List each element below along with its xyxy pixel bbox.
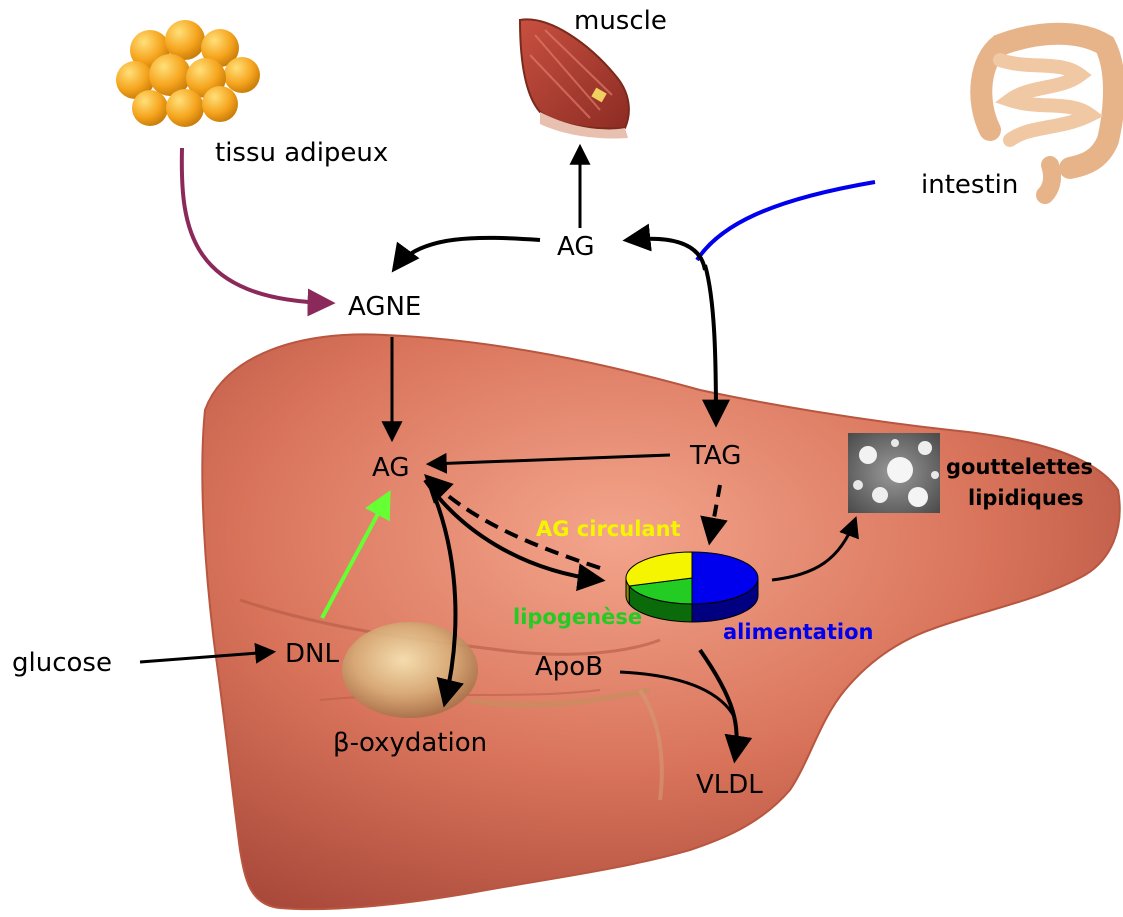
vldl-label: VLDL [696,772,763,798]
agne-label: AGNE [348,294,421,320]
apob-label: ApoB [535,654,603,680]
glucose-label: glucose [12,650,112,676]
liver-illustration [202,334,1119,909]
lipogenese-legend: lipogenèse [513,607,642,628]
tag-label: TAG [690,443,741,469]
muscle-label: muscle [574,8,667,34]
arrow-adipose-to-agne [182,148,330,303]
intestin-label: intestin [921,172,1018,198]
fat-cells-icon [116,20,260,127]
line-intestine [697,182,875,260]
alimentation-legend: alimentation [723,622,873,643]
beta-oxydation-label: β-oxydation [333,730,487,756]
lipid-droplets-micrograph [848,433,940,513]
dnl-label: DNL [285,641,339,667]
tissu-adipeux-label: tissu adipeux [215,140,388,166]
gouttelettes-label: gouttelettes [946,457,1093,478]
arrow-tag-to-ag [628,239,705,270]
lipidiques-label: lipidiques [968,488,1084,509]
ag-circulant-legend: AG circulant [536,519,681,540]
arrow-ag-to-agne [395,238,540,268]
triglyceride-origin-pie [626,552,758,622]
ag-liver-label: AG [372,455,409,481]
ag-top-label: AG [557,234,594,260]
muscle-icon [520,19,629,138]
